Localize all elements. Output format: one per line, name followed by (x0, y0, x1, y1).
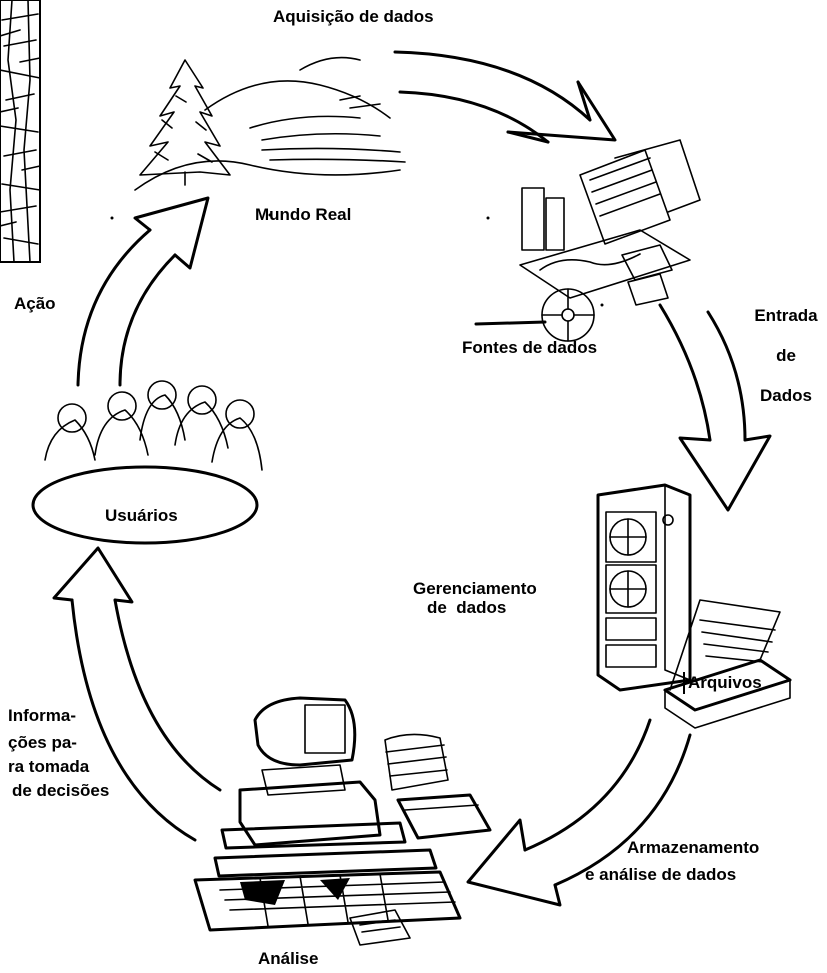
label-aquisicao-de-dados: Aquisição de dados (273, 7, 434, 26)
label-informacoes-2: ções pa- (8, 733, 77, 752)
label-armazenamento-1: Armazenamento (627, 838, 760, 857)
workstation-icon (193, 696, 492, 946)
label-gerenciamento-2: de dados (427, 598, 507, 617)
label-informacoes-4: de decisões (12, 781, 110, 800)
label-entrada-1: Entrada (754, 306, 818, 325)
label-acao: Ação (14, 294, 56, 313)
label-entrada-2: de (776, 346, 796, 365)
label-armazenamento-2: e análise de dados (585, 865, 737, 884)
label-analise: Análise (258, 949, 319, 968)
label-usuarios: Usuários (105, 506, 178, 525)
label-informacoes-3: ra tomada (8, 757, 90, 776)
landscape-icon (134, 56, 406, 191)
label-arquivos: Arquivos (683, 672, 762, 694)
label-informacoes-1: Informa- (8, 706, 76, 725)
computer-tower-icon (596, 483, 792, 729)
label-entrada-3: Dados (760, 386, 812, 405)
documents-maps-icon (474, 139, 701, 342)
label-mundo-real: Mundo Real (255, 205, 352, 224)
label-fontes-de-dados: Fontes de dados (462, 338, 598, 357)
street-map-icon (0, 0, 41, 263)
people-group-icon (31, 380, 263, 545)
label-gerenciamento-1: Gerenciamento (413, 579, 537, 598)
